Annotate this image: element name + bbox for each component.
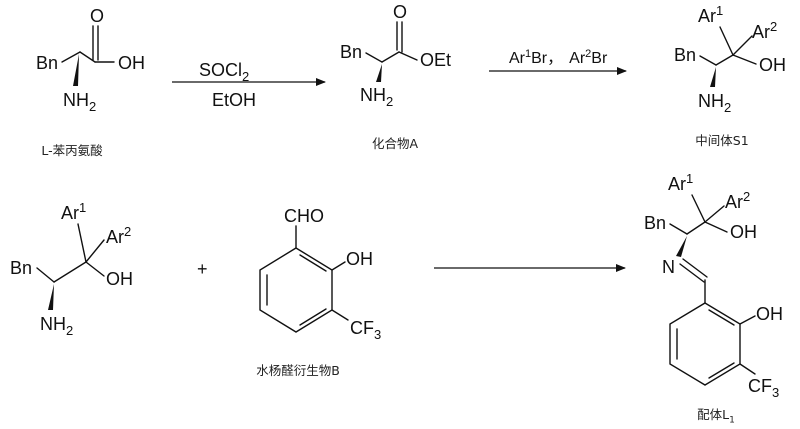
amino-group: NH2 [698, 91, 731, 115]
amino-group: NH2 [40, 314, 73, 338]
hydroxyl-group: OH [756, 304, 783, 324]
label-intermediate-s1: 中间体S1 [695, 133, 749, 148]
ar1-group: Ar1 [698, 3, 723, 26]
bond [381, 51, 400, 63]
ar2-group: Ar2 [752, 19, 777, 42]
hydroxyl-group: OH [759, 55, 786, 75]
bond [708, 309, 735, 326]
ethoxy-group: OEt [420, 50, 451, 70]
label-l-phenylalanine: L-苯丙氨酸 [41, 143, 103, 158]
imine-double-bond [679, 263, 705, 283]
ligand-l1-structure: Ar1 Ar2 Bn OH N OH CF3 [644, 171, 783, 400]
bond [85, 239, 105, 263]
bond [704, 221, 728, 233]
benzene-ring [669, 302, 741, 386]
l-phenylalanine-structure: Bn O OH NH2 [36, 6, 145, 114]
bond [686, 221, 706, 235]
ar1-group: Ar1 [668, 171, 693, 194]
carbonyl-oxygen: O [393, 2, 407, 22]
wedge-bond [710, 67, 716, 87]
trifluoromethyl-group: CF3 [748, 376, 779, 400]
bond [715, 54, 734, 66]
bond [36, 267, 55, 283]
wedge-bond [376, 64, 382, 82]
bond [85, 261, 105, 277]
reagent-socl2: SOCl2 [199, 60, 249, 84]
hydroxyl-group: OH [106, 269, 133, 289]
bn-group: Bn [674, 45, 696, 65]
bn-group: Bn [340, 42, 362, 62]
salicylaldehyde-b-structure: CHO OH CF3 [259, 206, 381, 342]
bond [691, 194, 706, 223]
ar2-group: Ar2 [106, 224, 131, 247]
label-compound-a: 化合物A [371, 136, 419, 151]
bond [669, 223, 688, 235]
bn-group: Bn [10, 258, 32, 278]
hydroxyl-group: OH [730, 222, 757, 242]
bond [299, 308, 327, 326]
bond [719, 26, 734, 56]
wedge-bond [676, 236, 687, 257]
hydroxyl-group: OH [346, 249, 373, 269]
ar1-group: Ar1 [61, 200, 86, 223]
carbonyl-oxygen: O [90, 6, 104, 26]
plus-sign: + [197, 259, 208, 279]
trifluoromethyl-group: CF3 [350, 318, 381, 342]
bond [331, 261, 346, 271]
intermediate-s1-structure: Ar1 Ar2 Bn OH NH2 [674, 3, 786, 115]
bond [77, 223, 87, 263]
imine-double-bond [682, 258, 708, 278]
amino-group: NH2 [63, 90, 96, 114]
label-salicylaldehyde-b: 水杨醛衍生物B [256, 363, 340, 378]
bond [299, 254, 327, 272]
bond [708, 362, 735, 379]
bond [53, 261, 87, 283]
bn-group: Bn [644, 213, 666, 233]
wedge-bond [73, 54, 79, 86]
bond [365, 52, 383, 63]
compound-a-structure: Bn O OEt NH2 [340, 2, 451, 109]
amine-reactant-structure: Ar1 Ar2 Bn OH NH2 [10, 200, 133, 338]
wedge-bond [48, 284, 54, 310]
bond [331, 309, 349, 321]
label-ligand-l1: 配体L1 [697, 407, 735, 426]
amino-group: NH2 [360, 85, 393, 109]
aldehyde-group: CHO [284, 206, 324, 226]
bond [739, 315, 756, 325]
hydroxyl-group: OH [118, 53, 145, 73]
bn-group: Bn [36, 53, 58, 73]
bond [732, 35, 753, 56]
bond [61, 51, 81, 63]
bond [398, 51, 418, 61]
bond [704, 205, 725, 223]
bond [739, 363, 756, 375]
bond [699, 55, 717, 66]
imine-nitrogen: N [662, 257, 675, 277]
ar2-group: Ar2 [725, 189, 750, 212]
bond [732, 54, 757, 65]
reagent-etoh: EtOH [212, 90, 256, 110]
reagent-aryl-bromides: Ar1Br，Ar2Br [509, 48, 608, 67]
benzene-ring [259, 247, 333, 333]
